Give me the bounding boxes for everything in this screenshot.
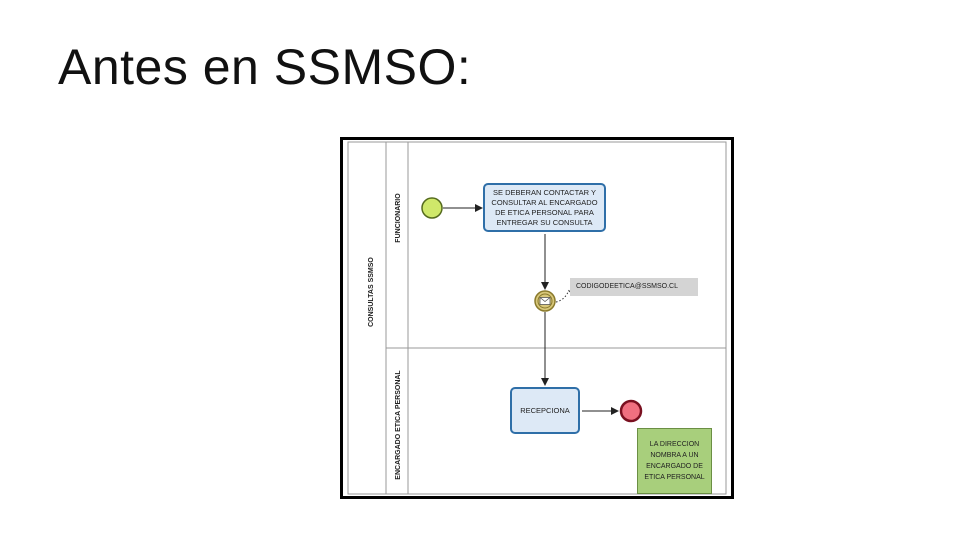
association-line [555,289,570,303]
end-event [619,399,643,423]
process-diagram: CONSULTAS SSMSO FUNCIONARIO ENCARGADO ET… [340,137,734,499]
envelope-icon [539,297,551,305]
lane-label-encargado: ENCARGADO ETICA PERSONAL [395,370,402,480]
task-contact-encargado: SE DEBERAN CONTACTAR Y CONSULTAR AL ENCA… [483,183,606,232]
diagram-canvas: CONSULTAS SSMSO FUNCIONARIO ENCARGADO ET… [347,141,727,495]
pool-border [347,141,727,495]
email-annotation: CODIGODEETICA@SSMSO.CL [570,278,698,296]
start-event [421,197,443,219]
task-recepciona: RECEPCIONA [510,387,580,434]
end-note: LA DIRECCION NOMBRA A UN ENCARGADO DE ET… [637,428,712,494]
slide-title: Antes en SSMSO: [58,39,472,95]
pool-label: CONSULTAS SSMSO [368,257,375,327]
message-event-inner [537,293,553,309]
lane-label-funcionario: FUNCIONARIO [395,193,402,243]
